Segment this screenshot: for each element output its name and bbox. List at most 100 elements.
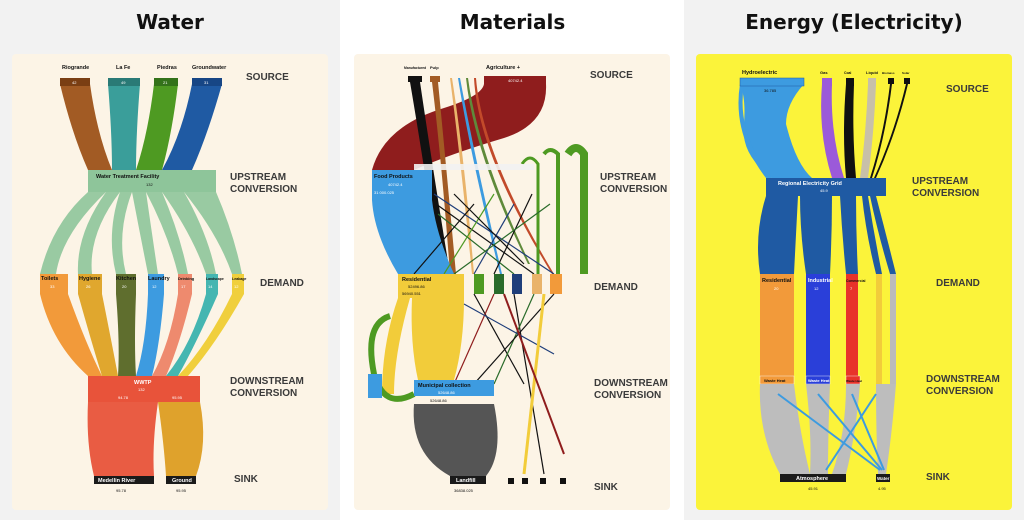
demand-value-leakage: 12 (234, 284, 239, 289)
landfill-value: 36838.025 (454, 488, 474, 493)
sink-node-1 (508, 478, 514, 484)
flow-riogrande (60, 84, 112, 170)
landfill-box (450, 476, 486, 484)
source-pulp (430, 76, 440, 82)
flow-to-atmosphere (759, 384, 810, 474)
source-hydroelectric (739, 77, 805, 87)
waste-label-1: Waste Heat (764, 378, 786, 383)
flow-kitchen (111, 192, 132, 274)
stage-sink: SINK (234, 474, 259, 485)
flow-piedras (136, 84, 178, 170)
food-products-box (372, 170, 432, 200)
residential-sub: 56940.551 (402, 291, 422, 296)
flow-drinking-wwtp (152, 294, 192, 376)
stage-demand: DEMAND (936, 278, 980, 289)
water-title: Water (136, 10, 204, 34)
stage-downstream-conversion: CONVERSION (594, 390, 661, 401)
flow-grid-residential (758, 196, 798, 274)
stage-source: SOURCE (590, 70, 633, 81)
source-biomass (888, 78, 894, 84)
source-label-pulp: Pulp (430, 65, 439, 70)
stage-upstream: UPSTREAM (230, 172, 286, 183)
source-lafe (108, 78, 140, 86)
crossing-flows (413, 193, 555, 275)
flow-landscape (162, 192, 216, 274)
water-treatment-facility (88, 170, 216, 192)
demand-commercial (846, 274, 858, 384)
demand-label-landscape: Landscape (206, 277, 224, 281)
crossing-flows-downstream (453, 293, 565, 475)
flow-laundry-wwtp (136, 294, 164, 376)
flow-grid-industrial (800, 196, 832, 274)
flow-hydroelectric (740, 84, 812, 178)
sink-value-water: 4.95 (878, 486, 887, 491)
sink-label-ground: Ground (172, 478, 192, 484)
source-label-coal: Coal (844, 71, 851, 75)
source-label-solar: Solar (902, 71, 910, 75)
demand-node-3 (512, 274, 522, 294)
municipal-value: 52648.86 (438, 390, 455, 395)
demand-industrial (806, 274, 830, 384)
sink-ground (166, 476, 196, 484)
stage-demand: DEMAND (260, 278, 304, 289)
demand-label-drinking: Drinking (178, 276, 195, 281)
grid-value: 45.9 (820, 188, 829, 193)
demand-value-landscape: 14 (208, 284, 213, 289)
materials-panel: Manufactured Pulp Agriculture + 40742.4 … (354, 54, 670, 510)
source-label-manufactured: Manufactured (404, 66, 426, 70)
flow-hydroelectric-left (738, 84, 772, 178)
sink-value-river: 95.78 (116, 488, 127, 493)
flow-agriculture-food (372, 84, 547, 170)
source-value-groundwater: 31 (204, 80, 209, 85)
stage-upstream: UPSTREAM (912, 176, 968, 187)
source-label-groundwater: Groundwater (192, 65, 227, 71)
source-manufactured (408, 76, 422, 82)
stage-sink: SINK (926, 472, 951, 483)
demand-node-5 (550, 274, 562, 294)
upstream-node-a (414, 164, 534, 170)
demand-label-toilets: Toilets (41, 276, 58, 282)
flow-toilets (40, 192, 106, 274)
flow-gas (821, 84, 844, 178)
crossing-energy (777, 393, 885, 471)
sink-node-2 (522, 478, 528, 484)
flow-to-water (876, 384, 896, 474)
wwtp-value: 132 (138, 387, 145, 392)
wwtp-box (88, 376, 200, 402)
source-label-biomass: Biomass (882, 71, 895, 75)
flow-groundwater (162, 84, 222, 170)
flow-hygiene-wwtp (78, 294, 118, 376)
source-agriculture (484, 76, 546, 84)
flow-wwtp-ground (158, 402, 204, 476)
grid-label: Regional Electricity Grid (778, 181, 842, 187)
flow-residential-side (382, 298, 410, 394)
source-value-agriculture: 40742.4 (508, 78, 523, 83)
source-groundwater (192, 78, 222, 86)
demand-value-hygiene: 26 (86, 284, 91, 289)
stage-upstream-conversion: CONVERSION (230, 184, 297, 195)
demand-leakage (232, 274, 244, 294)
flow-residential-municipal (411, 298, 464, 380)
stage-upstream-conversion: CONVERSION (600, 184, 667, 195)
flow-source-3 (450, 78, 474, 274)
stage-downstream: DOWNSTREAM (594, 378, 668, 389)
demand-value-kitchen: 20 (122, 284, 127, 289)
flow-grid-commercial (840, 196, 858, 274)
water-panel: Riogrande La Fe Piedras Groundwater 42 4… (12, 54, 328, 510)
stage-downstream: DOWNSTREAM (230, 376, 304, 387)
waste-label-2: Waste Heat (808, 378, 830, 383)
energy-panel: Hydroelectric Gas Coal Liquid Biomass So… (696, 54, 1012, 510)
food-sub: 31 000.025 (374, 190, 395, 195)
demand-toilets (40, 274, 68, 294)
stage-upstream-conversion: CONVERSION (912, 188, 979, 199)
facility-value: 132 (146, 182, 153, 187)
source-liquid (868, 78, 876, 86)
source-riogrande (60, 78, 90, 86)
materials-title: Materials (459, 10, 566, 34)
flow-municipal-landfill (413, 404, 498, 476)
flow-lafe (108, 84, 140, 170)
stage-source: SOURCE (946, 84, 989, 95)
demand-node-4 (532, 274, 542, 294)
sink-label-river: Medellin River (98, 478, 136, 484)
flow-hygiene (77, 192, 120, 274)
